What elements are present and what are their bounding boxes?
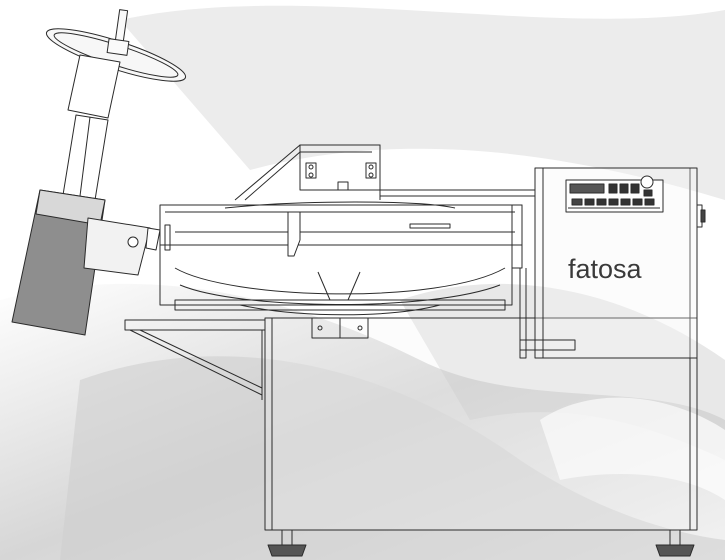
tilting-head [11, 9, 187, 336]
feet [267, 530, 695, 557]
bowl [159, 245, 513, 306]
control-panel [565, 175, 664, 213]
brand-logo: fatosa [568, 254, 643, 284]
bowl-cutter [124, 144, 706, 557]
bowl-lid [159, 204, 523, 246]
cabinet-body [264, 317, 698, 531]
